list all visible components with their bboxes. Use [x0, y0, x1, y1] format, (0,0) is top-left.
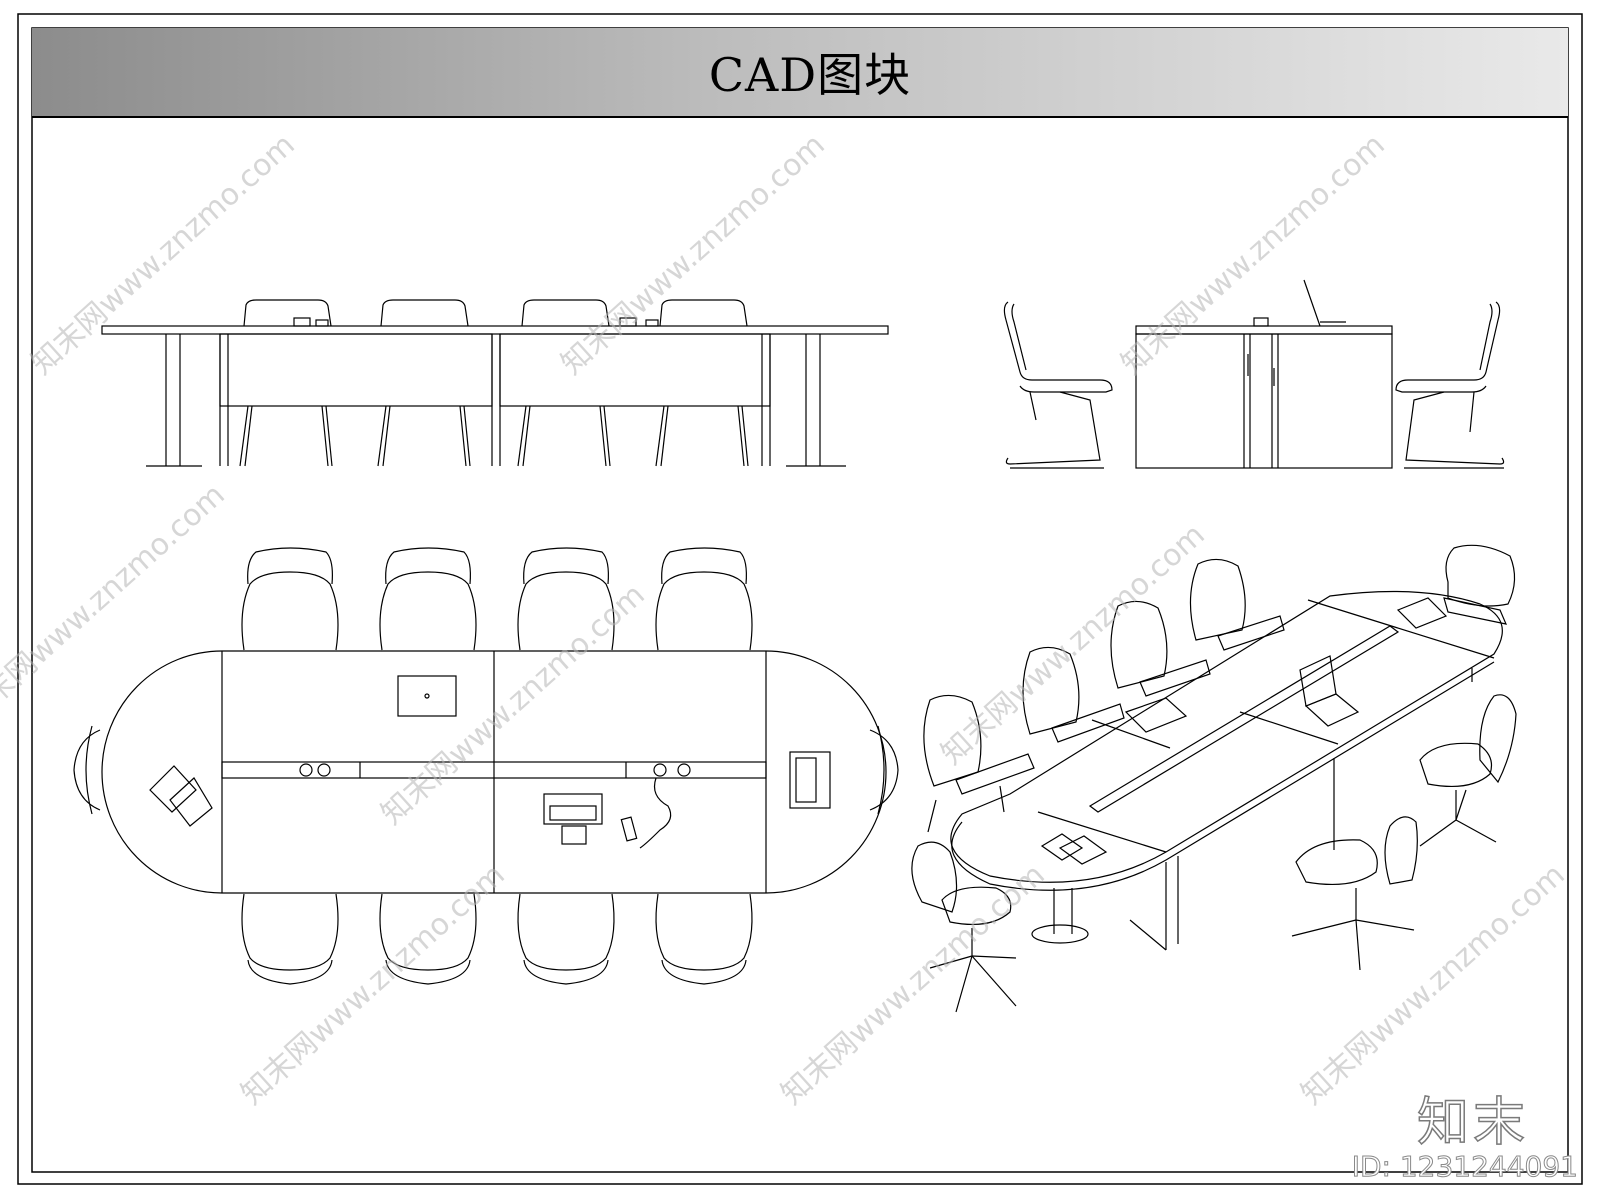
brand-logo: 知末	[1416, 1092, 1529, 1154]
title-band: CAD图块	[32, 28, 1568, 118]
plan-view-drawing	[73, 547, 899, 985]
front-elevation-drawing	[101, 299, 889, 467]
top-chairs	[241, 547, 753, 651]
axon-chairs-back	[923, 544, 1516, 833]
page-title: CAD图块	[708, 48, 912, 102]
axonometric-view-drawing	[911, 544, 1517, 1013]
chair-legs-front	[239, 405, 749, 467]
outer-frame	[17, 13, 1583, 1185]
axon-chairs-front	[911, 694, 1517, 1013]
image-id-label: ID: 1231244091	[1351, 1150, 1578, 1184]
side-elevation-drawing	[1003, 279, 1505, 469]
chair-back-row	[243, 299, 748, 327]
bottom-chairs	[241, 893, 753, 985]
inner-frame	[31, 27, 1569, 1173]
